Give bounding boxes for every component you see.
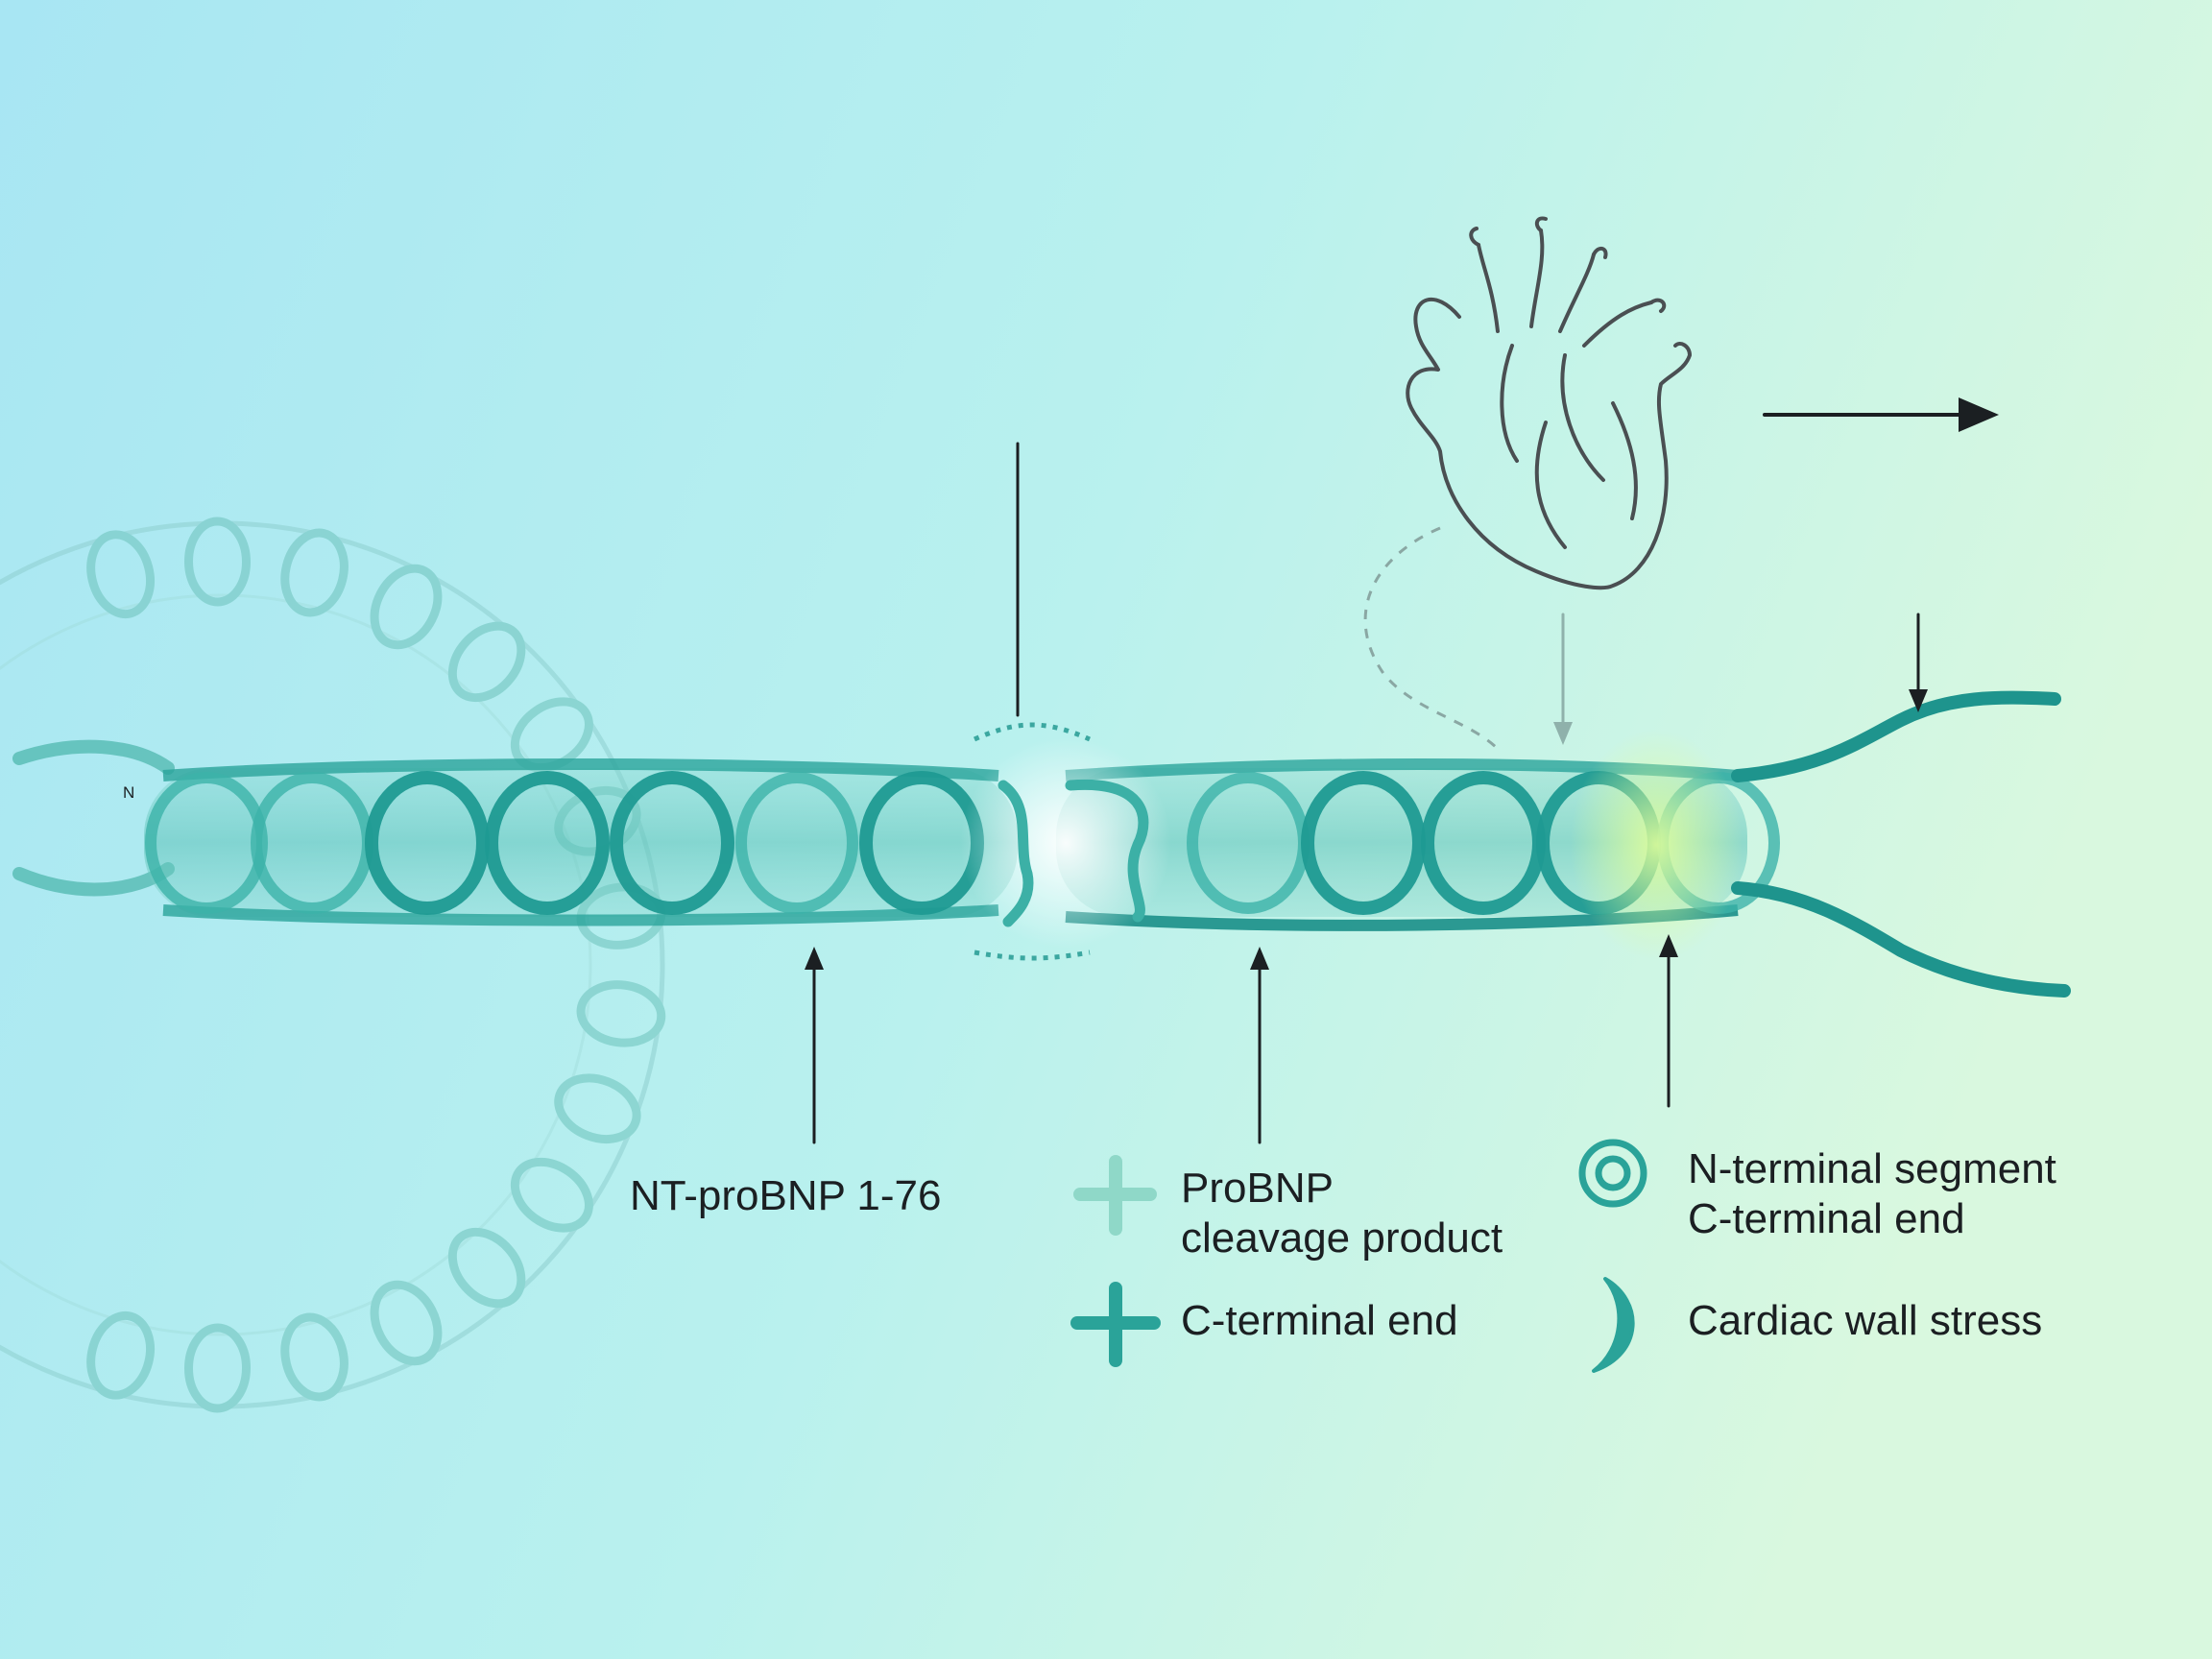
coil-loop: [370, 1280, 443, 1366]
break-fragment-left: [998, 780, 1034, 927]
n-terminus-label: N: [123, 783, 135, 802]
coil-loop: [280, 528, 349, 617]
fragment-label: NT-proBNP 1-76: [630, 1172, 942, 1219]
plus-light-icon: [1073, 1155, 1157, 1236]
coil-loop: [447, 1227, 526, 1309]
wall-stress-glow: [1570, 730, 1743, 960]
dashed-connector: [1363, 526, 1500, 751]
helix-loop: [610, 771, 734, 915]
arrow-up-cleavage: [1250, 947, 1269, 1144]
arrow-right: [1763, 397, 1999, 432]
coil-loop: [183, 1323, 252, 1413]
helix-loop: [365, 771, 490, 915]
coil-loop: [510, 697, 593, 773]
c-terminal-tail-bottom: [1731, 881, 2071, 998]
coil-loop: [370, 564, 443, 650]
coil-loop: [576, 980, 666, 1047]
coil-loop: [280, 1312, 349, 1402]
arrow-up-fragment: [805, 947, 824, 1144]
legend-item-cardiac-wall-stress: Cardiac wall stress: [1688, 1297, 2043, 1344]
legend-item-n-terminal-segment: N-terminal segment C-terminal end: [1688, 1145, 2056, 1242]
coil-loop: [86, 1310, 155, 1400]
main-helix: [12, 690, 2071, 998]
heart-icon: [1406, 216, 1692, 590]
coil-loop: [554, 1073, 641, 1143]
legend-item-c-terminal-end: C-terminal end: [1181, 1297, 1458, 1344]
arrows: [805, 397, 1999, 1144]
coil-loop: [447, 621, 526, 703]
break-fragment-right: [1065, 779, 1149, 923]
coil-loop: [183, 517, 252, 607]
plus-dark-icon: [1070, 1282, 1161, 1367]
arrow-up-nterminal: [1659, 934, 1678, 1108]
break-dash-bottom: [974, 950, 1091, 961]
break-dash-top: [973, 722, 1092, 742]
crescent-icon: [1592, 1277, 1635, 1373]
legend-item-probnp-cleavage: ProBNP cleavage product: [1181, 1165, 1503, 1262]
arrow-heart-down: [1553, 613, 1573, 745]
arrow-down-right: [1909, 613, 1928, 712]
helix-loop: [735, 772, 858, 914]
concentric-rings-icon: [1578, 1139, 1647, 1208]
helix-loop: [485, 771, 610, 915]
coil-loop: [510, 1157, 593, 1233]
coil-loop: [86, 530, 155, 619]
c-terminal-tail-top: [1731, 690, 2061, 782]
helix-loop: [1301, 771, 1426, 915]
